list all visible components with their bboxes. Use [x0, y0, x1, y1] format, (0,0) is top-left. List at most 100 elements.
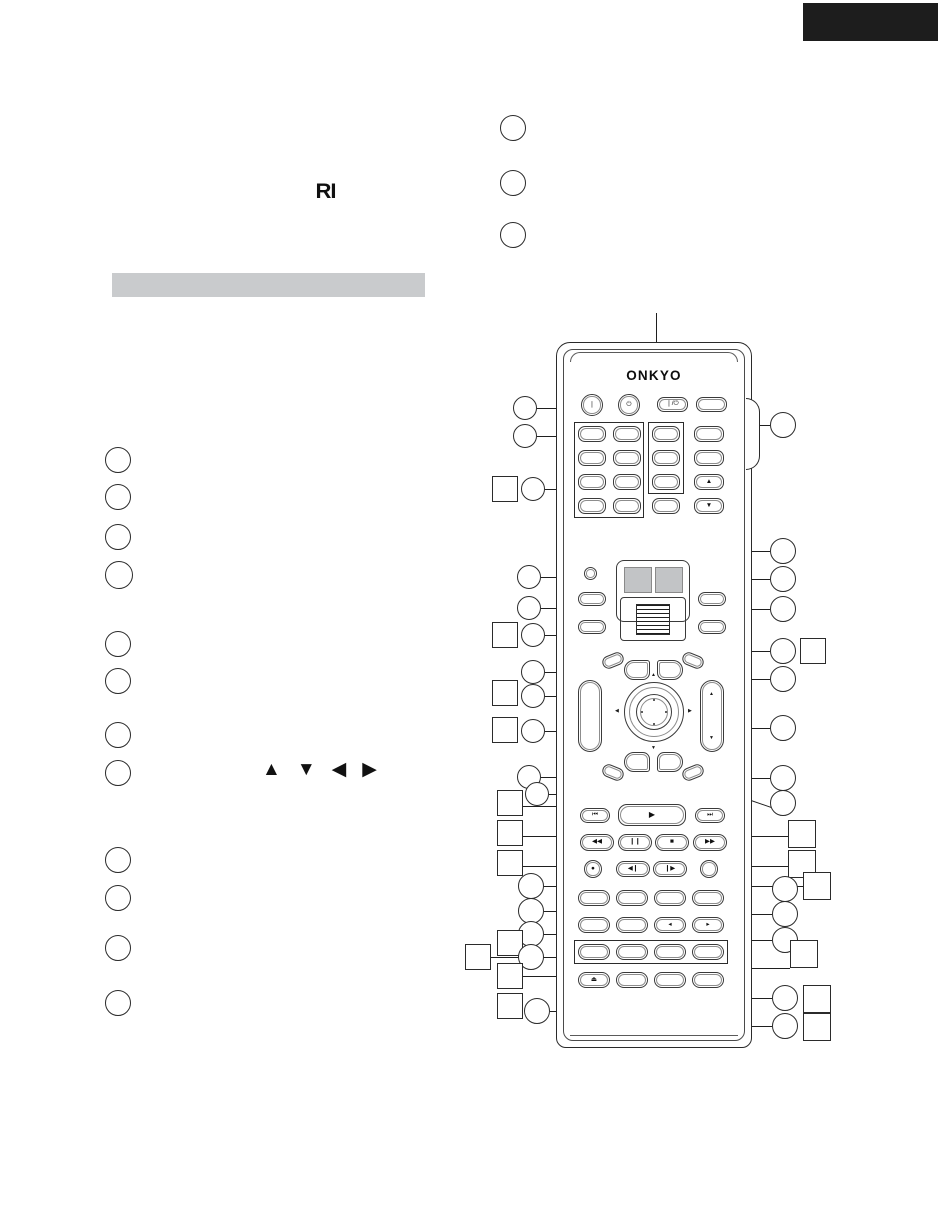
- callout-marker[interactable]: [497, 993, 523, 1019]
- callout-marker[interactable]: [497, 820, 523, 846]
- dpad-right-pad[interactable]: [700, 680, 724, 752]
- callout-marker[interactable]: [105, 524, 131, 550]
- aux-power-button[interactable]: [696, 397, 727, 412]
- right-fn-button-2[interactable]: [698, 620, 726, 634]
- function-button[interactable]: [578, 917, 610, 933]
- blank-round-button[interactable]: [700, 860, 718, 878]
- step-forward-button[interactable]: ❙▶: [653, 861, 687, 877]
- cursor-left-button[interactable]: ◂: [654, 917, 686, 933]
- power-toggle-button[interactable]: ❘/⏻: [657, 397, 688, 412]
- keypad-button[interactable]: [652, 426, 680, 442]
- function-button[interactable]: [616, 917, 648, 933]
- callout-marker[interactable]: [105, 631, 131, 657]
- callout-marker[interactable]: [105, 885, 131, 911]
- step-back-button[interactable]: ◀❙: [616, 861, 650, 877]
- channel-up-button[interactable]: ▲: [694, 474, 724, 490]
- function-button[interactable]: [654, 972, 686, 988]
- callout-marker[interactable]: [513, 424, 537, 448]
- power-on-button[interactable]: ❘: [581, 394, 603, 416]
- callout-marker[interactable]: [500, 222, 526, 248]
- callout-marker[interactable]: [492, 476, 518, 502]
- callout-marker[interactable]: [105, 447, 131, 473]
- callout-marker[interactable]: [770, 538, 796, 564]
- callout-marker[interactable]: [525, 782, 549, 806]
- stop-button[interactable]: ■: [655, 834, 689, 851]
- callout-marker[interactable]: [803, 872, 831, 900]
- function-button[interactable]: [578, 944, 610, 960]
- callout-marker[interactable]: [772, 985, 798, 1011]
- keypad-button[interactable]: [578, 450, 606, 466]
- left-fn-button-1[interactable]: [578, 592, 606, 606]
- callout-marker[interactable]: [497, 790, 523, 816]
- function-button[interactable]: [616, 890, 648, 906]
- callout-marker[interactable]: [803, 1013, 831, 1041]
- callout-marker[interactable]: [770, 666, 796, 692]
- function-button[interactable]: [654, 890, 686, 906]
- keypad-button[interactable]: [652, 498, 680, 514]
- callout-marker[interactable]: [521, 684, 545, 708]
- dpad-up-right-wing[interactable]: [657, 660, 683, 680]
- fast-forward-button[interactable]: ▶▶: [693, 834, 727, 851]
- callout-marker[interactable]: [105, 561, 133, 589]
- callout-marker[interactable]: [517, 565, 541, 589]
- keypad-button[interactable]: [613, 498, 641, 514]
- cursor-right-button[interactable]: ▸: [692, 917, 724, 933]
- function-button[interactable]: [654, 944, 686, 960]
- callout-marker[interactable]: [790, 940, 818, 968]
- right-btn-1[interactable]: [694, 426, 724, 442]
- callout-marker[interactable]: [772, 876, 798, 902]
- eject-button[interactable]: ⏏: [578, 972, 610, 988]
- callout-marker[interactable]: [770, 596, 796, 622]
- keypad-button[interactable]: [578, 498, 606, 514]
- keypad-button[interactable]: [613, 474, 641, 490]
- pause-button[interactable]: ❙❙: [618, 834, 652, 851]
- dpad-down-left-wing[interactable]: [624, 752, 650, 772]
- callout-marker[interactable]: [105, 935, 131, 961]
- callout-marker[interactable]: [105, 990, 131, 1016]
- callout-marker[interactable]: [500, 170, 526, 196]
- right-btn-2[interactable]: [694, 450, 724, 466]
- callout-marker[interactable]: [770, 790, 796, 816]
- callout-marker[interactable]: [492, 717, 518, 743]
- dpad-up-left-wing[interactable]: [624, 660, 650, 680]
- keypad-button[interactable]: [613, 426, 641, 442]
- callout-marker[interactable]: [803, 985, 831, 1013]
- callout-marker[interactable]: [788, 820, 816, 848]
- next-track-button[interactable]: ⏭: [695, 808, 725, 823]
- function-button[interactable]: [692, 890, 724, 906]
- callout-marker[interactable]: [770, 638, 796, 664]
- callout-marker[interactable]: [800, 638, 826, 664]
- callout-marker[interactable]: [770, 412, 796, 438]
- callout-marker[interactable]: [770, 765, 796, 791]
- callout-marker[interactable]: [524, 998, 550, 1024]
- callout-marker[interactable]: [518, 873, 544, 899]
- function-button[interactable]: [616, 944, 648, 960]
- keypad-button[interactable]: [652, 474, 680, 490]
- keypad-button[interactable]: [613, 450, 641, 466]
- callout-marker[interactable]: [105, 760, 131, 786]
- small-indicator-button[interactable]: [584, 567, 597, 580]
- callout-marker[interactable]: [770, 715, 796, 741]
- play-button[interactable]: ▶: [618, 804, 686, 826]
- function-button[interactable]: [616, 972, 648, 988]
- callout-marker[interactable]: [772, 901, 798, 927]
- callout-marker[interactable]: [772, 1013, 798, 1039]
- function-button[interactable]: [578, 890, 610, 906]
- record-button[interactable]: ●: [584, 860, 602, 878]
- callout-marker[interactable]: [105, 847, 131, 873]
- callout-marker[interactable]: [521, 477, 545, 501]
- callout-marker[interactable]: [105, 722, 131, 748]
- callout-marker[interactable]: [521, 719, 545, 743]
- callout-marker[interactable]: [465, 944, 491, 970]
- callout-marker[interactable]: [497, 850, 523, 876]
- callout-marker[interactable]: [770, 566, 796, 592]
- power-standby-button[interactable]: ⏻: [618, 394, 640, 416]
- channel-down-button[interactable]: ▼: [694, 498, 724, 514]
- function-button[interactable]: [692, 944, 724, 960]
- callout-marker[interactable]: [105, 668, 131, 694]
- callout-marker[interactable]: [513, 396, 537, 420]
- callout-marker[interactable]: [497, 963, 523, 989]
- callout-marker[interactable]: [517, 596, 541, 620]
- callout-marker[interactable]: [500, 115, 526, 141]
- callout-marker[interactable]: [492, 680, 518, 706]
